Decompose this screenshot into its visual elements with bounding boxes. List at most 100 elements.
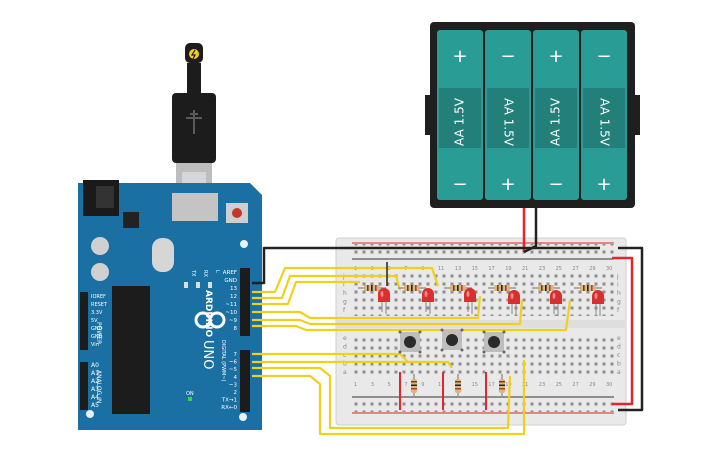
red-led[interactable]: [508, 290, 520, 316]
breadboard-row-letter: i: [343, 282, 345, 289]
lightning-icon: [189, 49, 199, 59]
breadboard-row-letter: e: [343, 335, 347, 342]
wire-pin6[interactable]: [252, 360, 453, 369]
rail-black-jumper[interactable]: [618, 246, 644, 412]
resistor[interactable]: [398, 285, 426, 291]
digital-header-bottom: [240, 350, 250, 412]
breadboard-column-number: 15: [472, 266, 478, 272]
wire-pin8[interactable]: [252, 299, 572, 332]
board-led-label: RX: [202, 270, 208, 277]
breadboard-row-letter: g: [343, 299, 347, 306]
usb-port: [172, 193, 218, 221]
breadboard-row-letter: c: [617, 352, 620, 359]
breadboard-row-letter: d: [343, 344, 347, 351]
breadboard-column-number: 15: [472, 382, 478, 388]
breadboard-column-number: 9: [421, 382, 424, 388]
wire-pin11[interactable]: [252, 280, 360, 306]
breadboard-row-letter: a: [343, 369, 347, 376]
resistor[interactable]: [455, 374, 461, 398]
breadboard-row-letter: c: [343, 352, 346, 359]
digital-pin-label: ~6: [229, 360, 238, 366]
resistor[interactable]: [444, 285, 472, 291]
power-led: [188, 397, 192, 401]
digital-pin-label: ~3: [229, 382, 238, 388]
battery-cell-label: AA 1.5V: [453, 97, 467, 146]
wire-pin5[interactable]: [252, 366, 512, 430]
push-button[interactable]: [398, 330, 422, 354]
breadboard-row-letter: h: [617, 290, 621, 297]
breadboard-column-number: 21: [522, 266, 528, 272]
breadboard-column-number: 11: [438, 266, 444, 272]
digital-label: DIGITAL (PWM~): [220, 340, 226, 382]
gnd-wire[interactable]: [252, 246, 600, 285]
breadboard-column-number: 30: [606, 266, 612, 272]
battery-terminal-top: −: [500, 46, 515, 67]
digital-pin-label: 12: [230, 294, 237, 300]
breadboard-column-number: 30: [606, 382, 612, 388]
digital-pin-label: AREF: [223, 270, 237, 276]
breadboard-column-number: 1: [354, 382, 357, 388]
power-pin-label: IOREF: [91, 294, 106, 300]
breadboard-row-letter: b: [343, 361, 347, 368]
push-button[interactable]: [482, 330, 506, 354]
digital-pin-label: 4: [234, 375, 238, 381]
resistor[interactable]: [358, 285, 386, 291]
breadboard-row-letter: i: [617, 282, 619, 289]
red-led[interactable]: [464, 288, 476, 314]
digital-pin-label: 2: [234, 390, 238, 396]
digital-pin-label: ~10: [225, 310, 237, 316]
resistor[interactable]: [532, 285, 560, 291]
breadboard-row-letter: f: [617, 307, 620, 314]
push-button[interactable]: [440, 328, 464, 352]
battery-cell-label: AA 1.5V: [549, 97, 563, 146]
breadboard-column-number: 29: [589, 266, 595, 272]
red-led[interactable]: [592, 290, 604, 316]
digital-header-top: [240, 268, 250, 336]
battery-pack[interactable]: +−AA 1.5V−+AA 1.5V+−AA 1.5V−+AA 1.5V: [425, 22, 640, 208]
battery-terminal-bottom: −: [452, 174, 467, 195]
battery-black-lead[interactable]: [523, 208, 538, 254]
wires: [252, 208, 644, 436]
wire-pin9[interactable]: [252, 299, 524, 326]
breadboard-column-number: 27: [572, 382, 578, 388]
breadboard-column-number: 19: [505, 382, 511, 388]
breadboard-column-number: 3: [371, 382, 374, 388]
analog-pin-label: A0: [91, 362, 99, 369]
breadboard-row-letter: a: [617, 369, 621, 376]
breadboard-column-number: 5: [388, 382, 391, 388]
battery-cell: +−AA 1.5V: [437, 30, 483, 200]
digital-pin-label: 13: [230, 286, 237, 292]
digital-pin-label: 7: [234, 352, 238, 358]
breadboard-column-number: 25: [556, 382, 562, 388]
red-led[interactable]: [550, 290, 562, 316]
on-label: ON: [186, 391, 194, 397]
breadboard-column-number: 19: [505, 266, 511, 272]
breadboard-column-number: 29: [589, 382, 595, 388]
power-label: POWER: [95, 322, 102, 344]
resistor[interactable]: [488, 285, 516, 291]
analog-pin-label: A1: [91, 370, 99, 377]
battery-cell: −+AA 1.5V: [485, 30, 531, 200]
battery-cell-label: AA 1.5V: [598, 98, 612, 147]
wire-pin10[interactable]: [252, 295, 482, 320]
wire-pin4[interactable]: [252, 360, 526, 436]
wire-pin13[interactable]: [252, 266, 440, 294]
breadboard[interactable]: 1133557799111113131515171719192121232325…: [335, 237, 627, 426]
rail-red-jumper[interactable]: [612, 256, 634, 406]
wire-pin12[interactable]: [252, 274, 402, 300]
red-led[interactable]: [422, 288, 434, 314]
analog-pin-label: A3: [91, 386, 99, 393]
breadboard-column-number: 17: [488, 266, 494, 272]
resistor[interactable]: [499, 374, 505, 398]
arduino-uno-board[interactable]: AREFGND1312~11~10~987~6~54~32TX→1RX←0IOR…: [78, 180, 262, 430]
power-pin-label: 5V: [91, 318, 98, 324]
digital-pin-label: TX→1: [221, 398, 237, 404]
digital-pin-label: ~11: [225, 302, 237, 308]
resistor[interactable]: [411, 374, 417, 398]
analog-pin-label: A5: [91, 402, 99, 409]
red-led[interactable]: [378, 288, 390, 314]
digital-pin-label: 8: [234, 326, 238, 332]
breadboard-column-number: 7: [404, 382, 407, 388]
resistor[interactable]: [574, 285, 602, 291]
